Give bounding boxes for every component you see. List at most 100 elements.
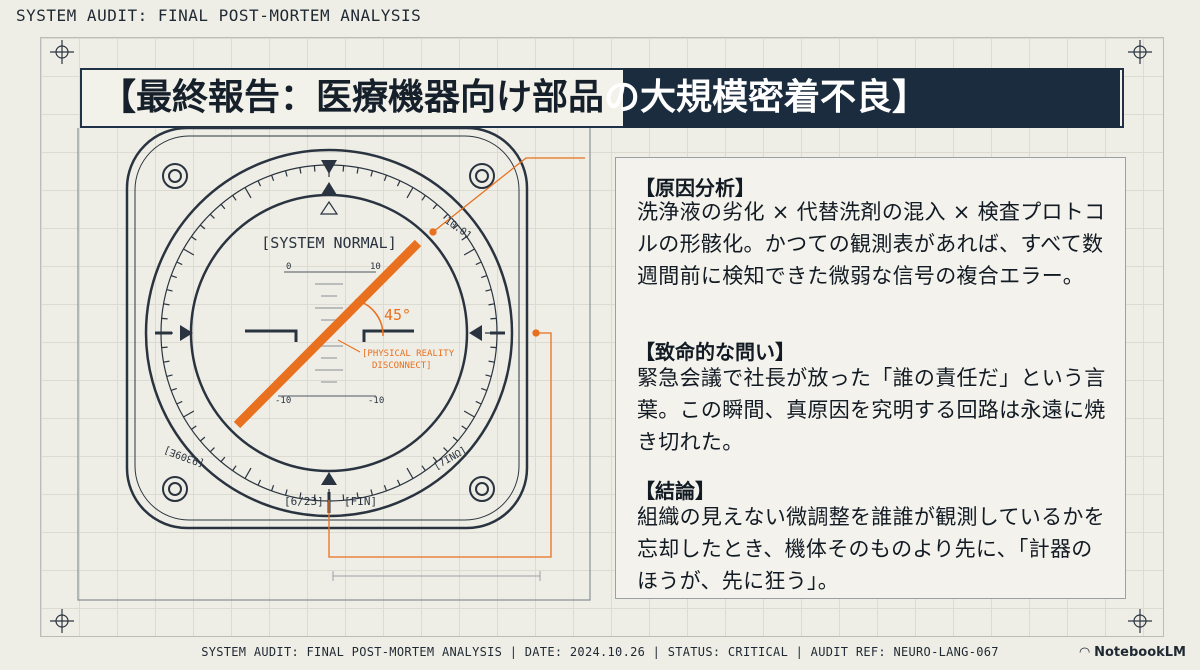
ring-tick (299, 492, 302, 499)
annotation-line2: DISCONNECT] (372, 361, 432, 371)
conclusion-body: 組織の見えない微調整を誰誰が観測しているかを忘却したとき、機体そのものより先に、… (637, 505, 1105, 593)
ring-tick (406, 187, 414, 199)
ring-tick (475, 261, 482, 266)
brand-label: ◠ NotebookLM (1080, 645, 1186, 660)
ring-tick (432, 203, 438, 210)
ring-tick (244, 187, 252, 199)
ring-tick (463, 248, 475, 256)
ring-tick (370, 489, 374, 496)
ring-tick (490, 346, 497, 349)
gauge-bezel (125, 126, 529, 530)
ring-tick (406, 467, 414, 479)
ring-tick (490, 317, 497, 320)
title-highlight (623, 68, 1120, 128)
notebook-icon: ◠ (1079, 645, 1095, 660)
scale-bottom-right: -10 (368, 396, 384, 406)
brand-name: NotebookLM (1094, 645, 1186, 660)
question-heading: 【致命的な問い】 (635, 340, 795, 364)
screw-icon (469, 163, 495, 189)
ring-tick (284, 170, 288, 177)
leader-line-right (328, 332, 552, 558)
ring-tick (488, 360, 495, 363)
ring-tick (183, 410, 195, 418)
ring-tick (232, 465, 237, 471)
scale-bottom-left: -10 (275, 396, 291, 406)
ring-tick (170, 387, 177, 392)
ring-tick (383, 485, 388, 492)
ring-tick (163, 360, 170, 363)
ring-tick (421, 465, 426, 471)
left-wing (245, 329, 298, 342)
annotation-line1: [PHYSICAL REALITY (362, 349, 455, 359)
ring-tick (370, 170, 374, 177)
ring-tick (421, 195, 426, 201)
ring-tick (166, 374, 173, 378)
left-pointer (180, 325, 193, 341)
ring-tick (209, 447, 215, 453)
bezel-label-top-right: 10.01 (442, 215, 473, 241)
ring-tick (461, 236, 467, 241)
ring-tick (443, 213, 449, 219)
scale-top-right: 10 (370, 262, 381, 272)
ring-tick (452, 224, 459, 230)
conclusion-heading: 【結論】 (635, 479, 715, 503)
ring-tick (199, 436, 206, 442)
screw-icon (469, 476, 495, 502)
right-pointer (469, 325, 482, 341)
ring-tick (170, 274, 177, 279)
ring-tick (257, 479, 262, 486)
question-body: 緊急会議で社長が放った「誰の責任だ」という言葉。この瞬間、真原因を究明する回路は… (637, 366, 1106, 454)
ring-tick (383, 174, 388, 181)
ring-tick (485, 374, 492, 378)
ring-tick (191, 236, 197, 241)
ring-tick (313, 494, 316, 501)
ring-tick (475, 400, 482, 405)
ring-tick (356, 167, 359, 174)
ring-tick (163, 303, 170, 306)
ring-tick (313, 165, 316, 172)
right-wing (362, 329, 414, 342)
ring-tick (176, 261, 183, 266)
ring-tick (356, 492, 359, 499)
cause-heading: 【原因分析】 (635, 176, 755, 200)
ring-tick (452, 436, 459, 442)
screw-icon (162, 476, 188, 502)
ring-tick (396, 180, 401, 187)
ring-tick (199, 224, 206, 230)
ring-tick (443, 447, 449, 453)
ring-tick (488, 303, 495, 306)
ring-tick (166, 288, 173, 292)
bottom-pointer (321, 472, 337, 485)
cause-body: 洗浄液の劣化 × 代替洗剤の混入 × 検査プロトコルの形骸化。かつての観測表があ… (637, 200, 1106, 288)
top-pointer-outline (319, 200, 339, 215)
ring-tick (232, 195, 237, 201)
tilted-horizon-needle (233, 239, 422, 429)
ring-tick (463, 410, 475, 418)
ring-tick (161, 317, 168, 320)
ring-tick (244, 467, 252, 479)
bezel-label-bottom-right: [FIN] (344, 495, 377, 508)
ring-tick (161, 346, 168, 349)
top-pointer-inner (321, 182, 337, 195)
ring-tick (299, 167, 302, 174)
ring-tick (257, 180, 262, 187)
ring-tick (209, 213, 215, 219)
title-light-part: の大規模密着不良】 (604, 77, 929, 118)
footer-text: SYSTEM AUDIT: FINAL POST-MORTEM ANALYSIS… (201, 645, 999, 659)
ring-tick (270, 485, 275, 492)
ring-tick (220, 203, 226, 210)
ring-tick (342, 494, 345, 501)
ring-tick (191, 425, 197, 430)
ring-tick (396, 479, 401, 486)
page-title: 【最終報告：医療機器向け部品の大規模密着不良】 (100, 70, 928, 126)
footer-rule (40, 636, 1162, 637)
screw-icon (162, 163, 188, 189)
scale-top-left: 0 (286, 262, 291, 272)
header-label: SYSTEM AUDIT: FINAL POST-MORTEM ANALYSIS (16, 6, 422, 25)
angle-label: 45° (384, 306, 411, 324)
ring-tick (284, 489, 288, 496)
ring-tick (461, 425, 467, 430)
ring-tick (432, 456, 438, 463)
ring-tick (270, 174, 275, 181)
